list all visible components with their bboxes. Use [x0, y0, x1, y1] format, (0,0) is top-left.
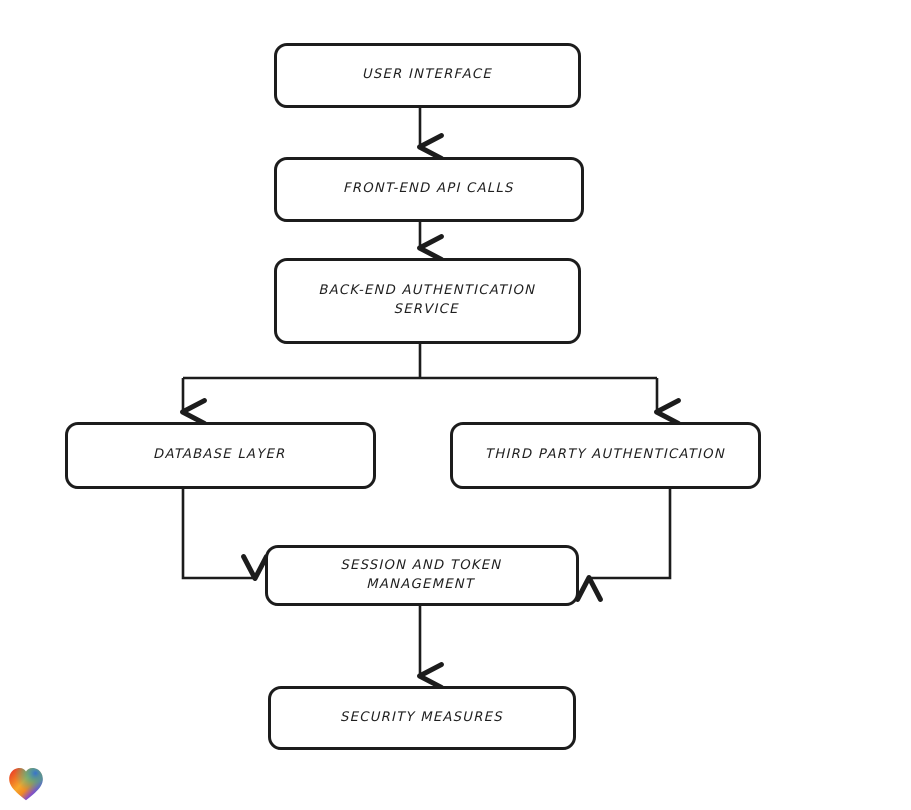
- node-backend-authentication-service-label: BACK-END AUTHENTICATION SERVICE: [319, 283, 537, 317]
- node-database-layer-label: DATABASE LAYER: [154, 447, 288, 463]
- node-backend-authentication-service[interactable]: BACK-END AUTHENTICATION SERVICE: [274, 258, 581, 344]
- edge-database-to-session: [181, 489, 255, 578]
- node-user-interface-label: USER INTERFACE: [362, 67, 493, 83]
- node-session-and-token-management-label: SESSION AND TOKEN MANAGEMENT: [341, 557, 504, 592]
- node-security-measures[interactable]: SECURITY MEASURES: [268, 686, 576, 750]
- node-third-party-authentication[interactable]: THIRD PARTY AUTHENTICATION: [450, 422, 761, 489]
- node-frontend-api-calls[interactable]: FRONT-END API CALLS: [274, 157, 584, 222]
- node-user-interface[interactable]: USER INTERFACE: [274, 43, 581, 108]
- node-database-layer[interactable]: DATABASE LAYER: [65, 422, 376, 489]
- node-third-party-authentication-label: THIRD PARTY AUTHENTICATION: [485, 447, 726, 463]
- edge-thirdparty-to-session: [589, 489, 672, 578]
- heart-icon: [9, 768, 43, 801]
- node-security-measures-label: SECURITY MEASURES: [340, 709, 504, 725]
- node-frontend-api-calls-label: FRONT-END API CALLS: [343, 181, 515, 197]
- node-session-and-token-management[interactable]: SESSION AND TOKEN MANAGEMENT: [265, 545, 579, 606]
